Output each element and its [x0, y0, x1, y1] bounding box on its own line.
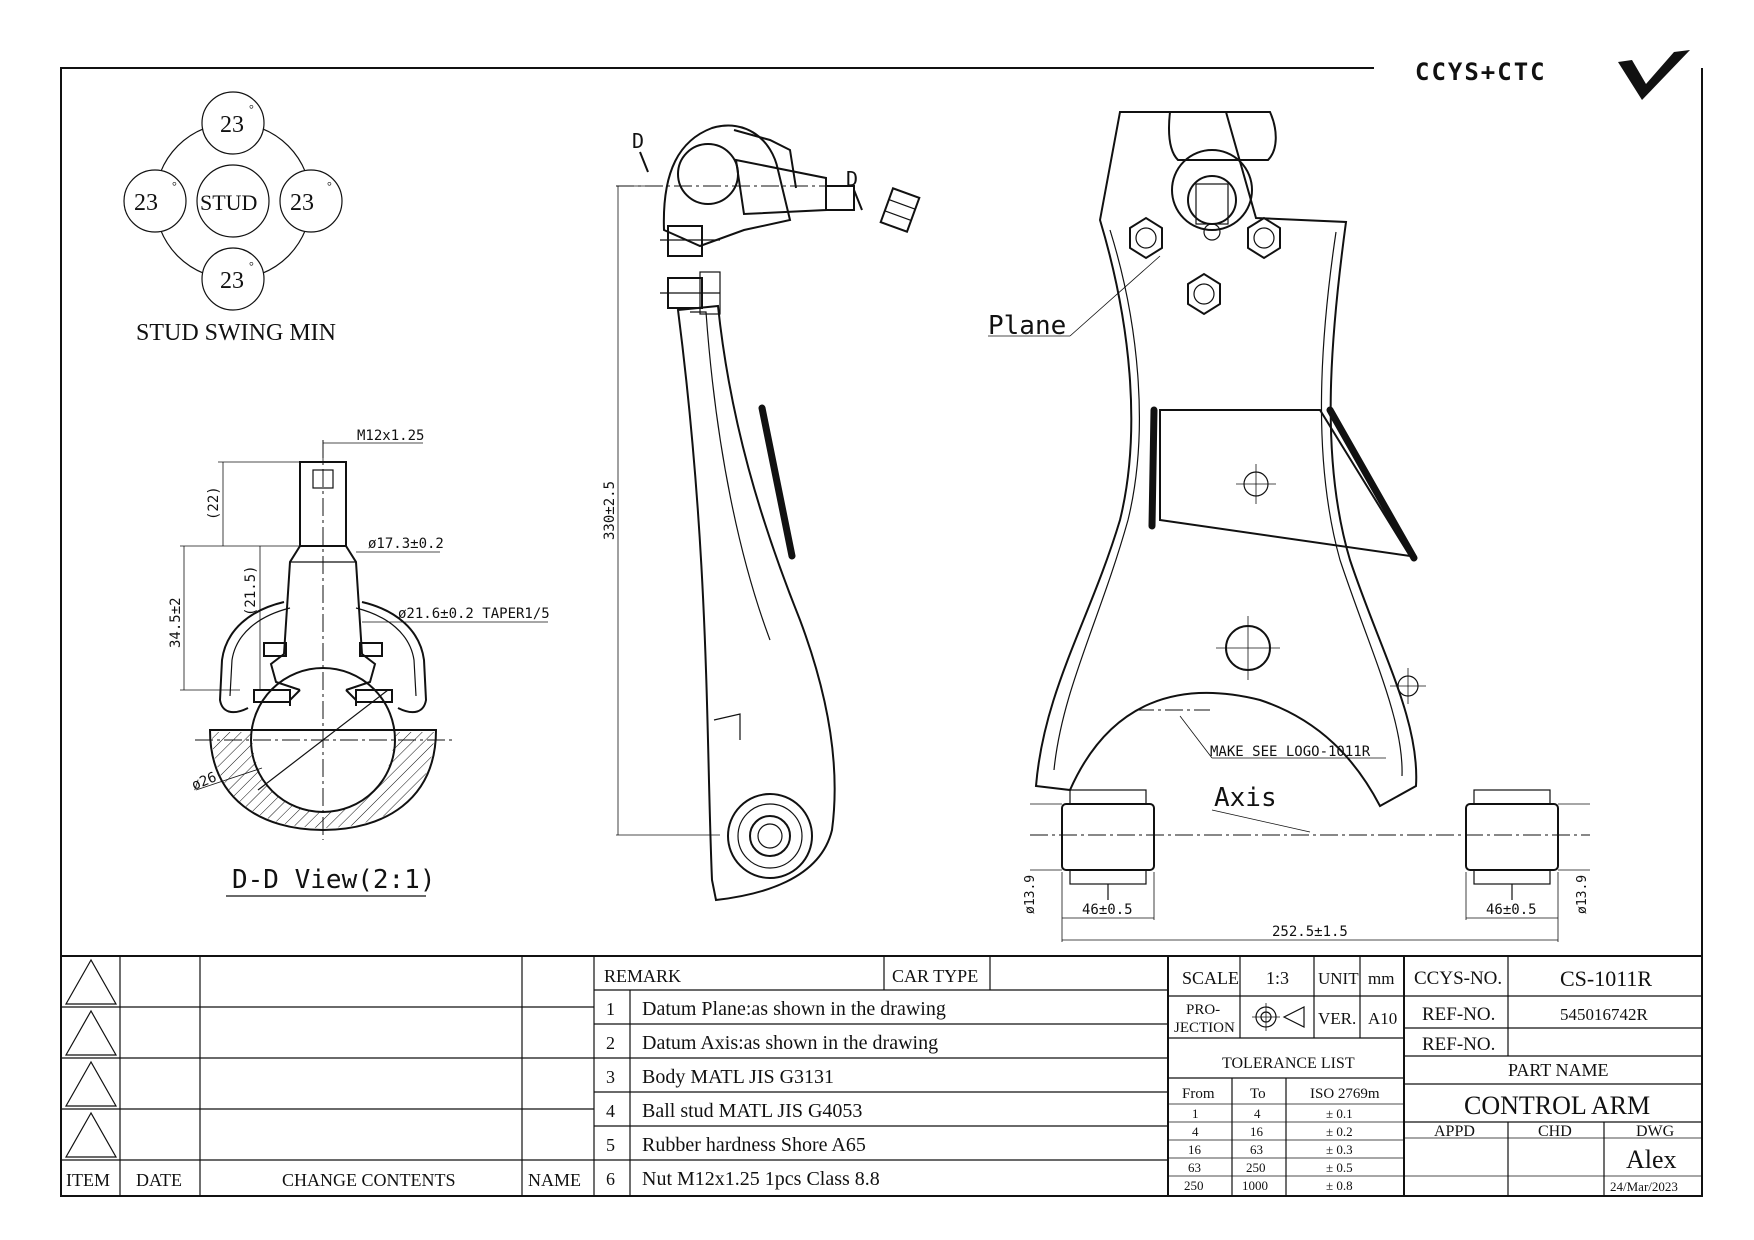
swing-right-value: 23 — [290, 190, 314, 216]
logo-note: MAKE SEE LOGO-1011R — [1210, 744, 1371, 760]
ccys-no-value: CS-1011R — [1560, 966, 1652, 991]
tol-to: 63 — [1250, 1142, 1263, 1157]
tol-value: ± 0.8 — [1326, 1178, 1353, 1193]
svg-text:°: ° — [327, 179, 332, 193]
dwg-label: DWG — [1636, 1123, 1675, 1140]
projection-symbol-icon — [1252, 1003, 1305, 1031]
tol-from: 250 — [1184, 1178, 1204, 1193]
remark-no: 5 — [606, 1135, 615, 1155]
tolerance-table: 1 4 ± 0.1 4 16 ± 0.2 16 63 ± 0.3 63 250 … — [1184, 1106, 1353, 1193]
unit-label: UNIT — [1318, 969, 1359, 988]
remark-header: REMARK — [604, 966, 681, 986]
ref-no-label-2: REF-NO. — [1422, 1034, 1495, 1055]
overall-length-dim: 252.5±1.5 — [1272, 924, 1348, 940]
rev-name-header: NAME — [528, 1170, 581, 1190]
dd-345-dim: 34.5±2 — [168, 597, 184, 648]
remark-no: 4 — [606, 1101, 615, 1121]
ref-no-value: 545016742R — [1560, 1005, 1649, 1024]
tol-value: ± 0.5 — [1326, 1160, 1353, 1175]
svg-text:°: ° — [172, 179, 177, 193]
remark-no: 1 — [606, 999, 615, 1019]
tol-to: 1000 — [1242, 1178, 1268, 1193]
dd-thread-dim: M12x1.25 — [357, 428, 424, 444]
ver-label: VER. — [1318, 1009, 1356, 1028]
bush-dia-left-dim: ø13.9 — [1023, 875, 1038, 914]
drawing-date: 24/Mar/2023 — [1610, 1179, 1678, 1194]
dd-view-title: D-D View(2:1) — [232, 865, 436, 895]
ver-value: A10 — [1368, 1009, 1397, 1028]
tolerance-title: TOLERANCE LIST — [1222, 1055, 1355, 1072]
logo-mark-icon — [1618, 50, 1690, 100]
swing-caption: STUD SWING MIN — [136, 320, 336, 346]
tol-to-header: To — [1250, 1086, 1266, 1102]
tol-value: ± 0.1 — [1326, 1106, 1353, 1121]
dd-view: M12x1.25 (22) 34.5±2 (21.5) ø17.3±0.2 ø2… — [168, 428, 550, 897]
ccys-no-label: CCYS-NO. — [1414, 968, 1502, 989]
title-block: ITEM DATE CHANGE CONTENTS NAME REMARK CA… — [61, 955, 1702, 1196]
side-length-dim: 330±2.5 — [602, 481, 618, 540]
chd-label: CHD — [1538, 1123, 1572, 1140]
stud-swing-diagram: 23 23 23 23 STUD ° ° ° ° STUD SWING MIN — [123, 91, 343, 346]
section-marker-d1: D — [632, 129, 644, 153]
section-marker-d2: D — [846, 167, 858, 191]
dd-dia173-dim: ø17.3±0.2 — [368, 536, 444, 552]
bush-dia-right-dim: ø13.9 — [1575, 875, 1590, 914]
tol-to: 250 — [1246, 1160, 1266, 1175]
tol-to: 4 — [1254, 1106, 1261, 1121]
tol-to: 16 — [1250, 1124, 1264, 1139]
sheet-border — [60, 67, 1703, 1197]
tol-from: 4 — [1192, 1124, 1199, 1139]
remark-no: 6 — [606, 1169, 615, 1189]
tol-from: 16 — [1188, 1142, 1202, 1157]
car-type-header: CAR TYPE — [892, 966, 978, 986]
projection-label-2: JECTION — [1174, 1020, 1235, 1036]
bush-right-width-dim: 46±0.5 — [1486, 902, 1537, 918]
ref-no-label: REF-NO. — [1422, 1004, 1495, 1025]
tol-iso-header: ISO 2769m — [1310, 1086, 1380, 1102]
tol-value: ± 0.2 — [1326, 1124, 1353, 1139]
rev-item-header: ITEM — [66, 1170, 110, 1190]
remark-text: Ball stud MATL JIS G4053 — [642, 1100, 862, 1122]
remark-text: Body MATL JIS G3131 — [642, 1066, 834, 1088]
remark-text: Rubber hardness Shore A65 — [642, 1134, 866, 1156]
dd-dia26-dim: ø26 — [190, 769, 219, 793]
dd-dia216-dim: ø21.6±0.2 TAPER1/5 — [398, 606, 550, 622]
unit-value: mm — [1368, 969, 1394, 988]
remark-text: Nut M12x1.25 1pcs Class 8.8 — [642, 1168, 880, 1190]
scale-value: 1:3 — [1266, 968, 1289, 988]
tol-from: 1 — [1192, 1106, 1199, 1121]
svg-text:°: ° — [249, 102, 254, 116]
tol-value: ± 0.3 — [1326, 1142, 1353, 1157]
datum-axis-label: Axis — [1214, 783, 1277, 813]
rev-date-header: DATE — [136, 1170, 182, 1190]
svg-text:°: ° — [249, 259, 254, 273]
rev-change-header: CHANGE CONTENTS — [282, 1170, 456, 1190]
part-name-value: CONTROL ARM — [1464, 1091, 1650, 1120]
side-view: 330±2.5 D D — [602, 124, 921, 902]
appd-label: APPD — [1434, 1123, 1475, 1140]
scale-label: SCALE — [1182, 968, 1239, 988]
projection-label-1: PRO- — [1186, 1002, 1220, 1018]
tol-from-header: From — [1182, 1086, 1215, 1102]
front-view: Plane Axis MAKE SEE LOGO-1011R 46±0.5 46… — [988, 111, 1590, 942]
logo-text: CCYS+CTC — [1415, 58, 1547, 86]
datum-plane-label: Plane — [988, 311, 1066, 341]
drawn-by: Alex — [1626, 1145, 1677, 1174]
swing-top-value: 23 — [220, 112, 244, 138]
remark-no: 2 — [606, 1033, 615, 1053]
remark-text: Datum Plane:as shown in the drawing — [642, 998, 946, 1020]
swing-left-value: 23 — [134, 190, 158, 216]
swing-bottom-value: 23 — [220, 268, 244, 294]
dd-215-dim: (21.5) — [243, 565, 259, 616]
remark-text: Datum Axis:as shown in the drawing — [642, 1032, 938, 1054]
remark-no: 3 — [606, 1067, 615, 1087]
dd-22-dim: (22) — [206, 486, 222, 520]
part-name-label: PART NAME — [1508, 1060, 1608, 1080]
swing-center-label: STUD — [200, 190, 257, 215]
bush-left-width-dim: 46±0.5 — [1082, 902, 1133, 918]
logo: CCYS+CTC — [1415, 50, 1690, 100]
tol-from: 63 — [1188, 1160, 1201, 1175]
